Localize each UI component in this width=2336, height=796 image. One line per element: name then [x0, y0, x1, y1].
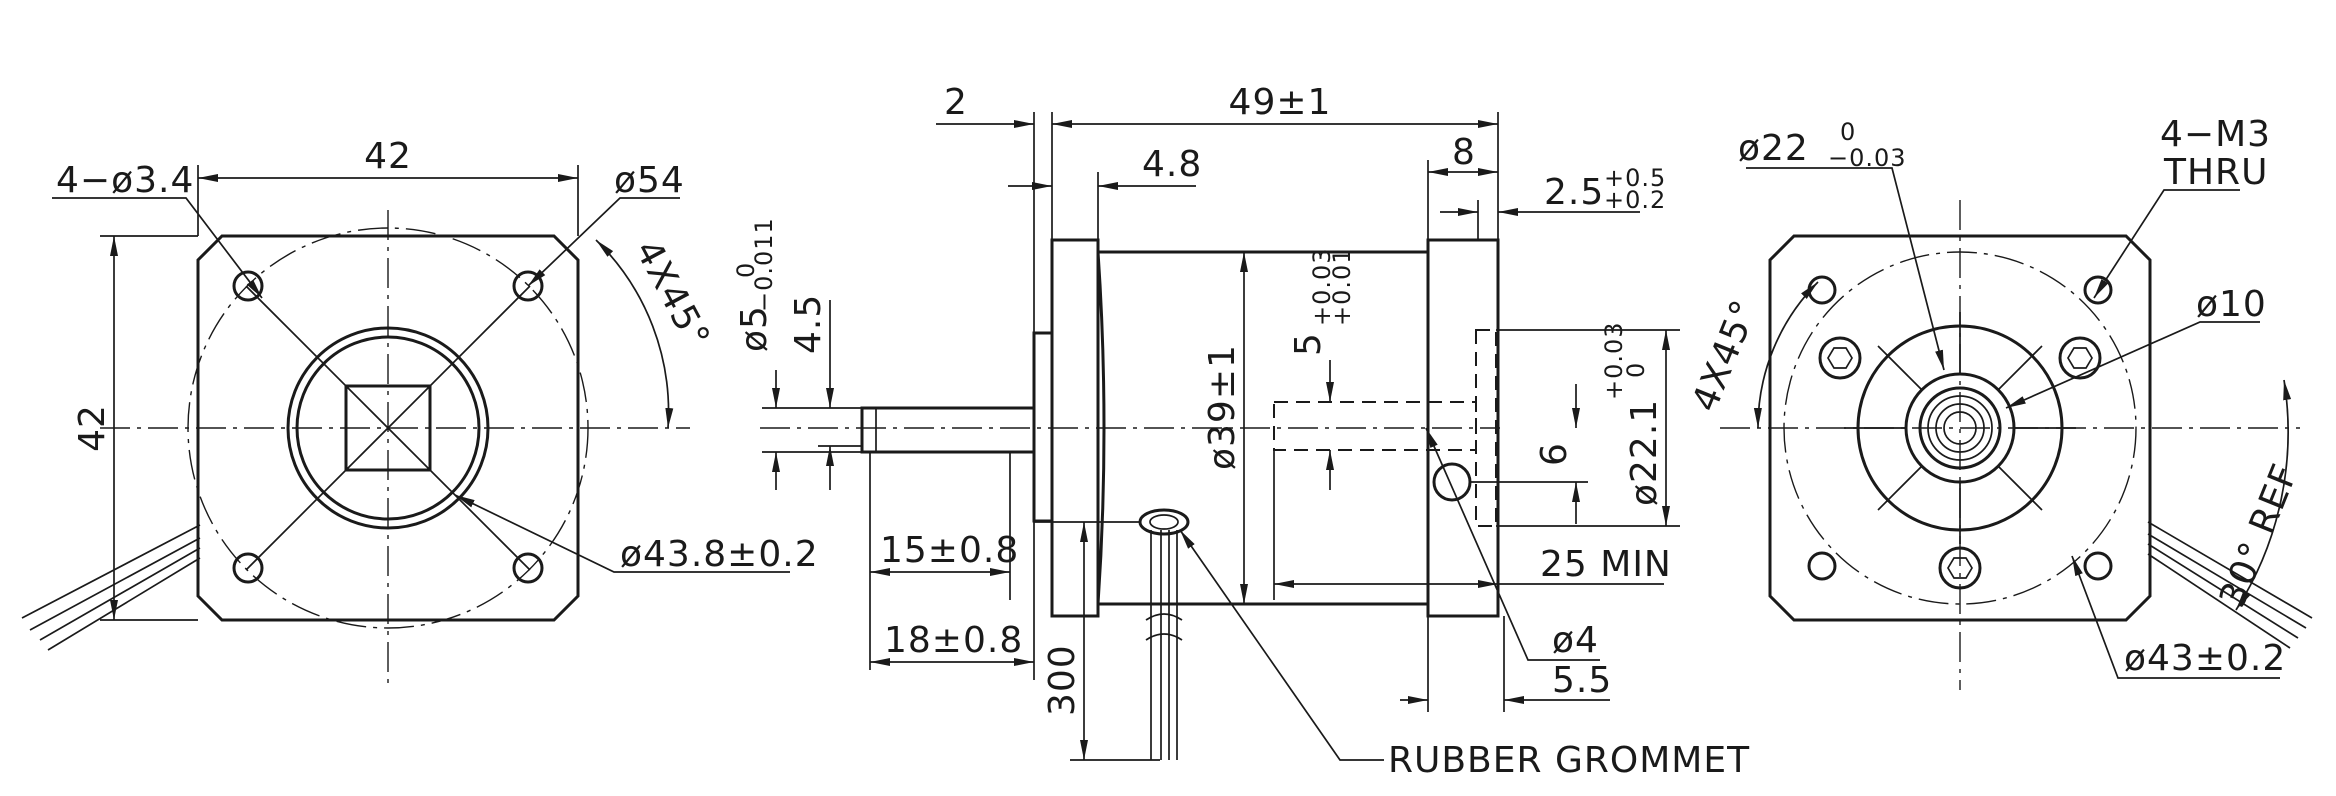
side-rear-bore-dim: ø22.1	[1624, 399, 1665, 506]
side-bore-tol-lower: +0.01	[1328, 247, 1356, 326]
side-rear-cap-dim: 8	[1452, 132, 1476, 173]
rear-view: ø22 0 −0.03 4−M3 THRU 4X45° ø10 30° REF …	[1685, 114, 2313, 690]
rear-mount-hole-br	[2083, 551, 2113, 581]
front-mount-hole-br	[512, 552, 544, 584]
side-body-dia-dim: ø39±1	[1202, 344, 1243, 470]
side-flange-thickness-dim: 4.8	[1142, 144, 1202, 185]
front-boss-outer	[286, 326, 490, 530]
rear-radial-lines	[1844, 312, 2076, 544]
front-height-dim: 42	[72, 404, 113, 452]
side-pin-offset-dim: 5.5	[1552, 660, 1612, 701]
side-rear-step-dim: 2.5	[1544, 172, 1604, 213]
side-shaft-dia-tol-upper: 0	[732, 262, 760, 278]
front-hole-dim: 4−ø3.4	[56, 160, 194, 201]
side-hidden-bore	[1273, 401, 1477, 451]
side-bore-tol-upper: +0.03	[1308, 247, 1336, 326]
side-shaft-length-dim: 15±0.8	[880, 530, 1019, 571]
rear-thread-note: THRU	[2163, 152, 2268, 193]
side-pilot-boss	[1032, 331, 1054, 523]
front-boss-inner	[295, 335, 481, 521]
front-width-dim: 42	[364, 136, 412, 177]
side-rear-step-tol-lower: +0.2	[1604, 186, 1666, 214]
front-angle-dim: 4X45°	[627, 234, 718, 356]
rear-boss-tol-lower: −0.03	[1828, 144, 1907, 172]
rear-hex-screw-left	[1818, 336, 1862, 380]
side-gap-dim: 2	[944, 82, 968, 123]
side-view: 49±1 2 4.8 8 2.5 +0.5 +0.2 ø5 0 −0.011	[732, 82, 1750, 781]
side-rear-bore-tol-lower: 0	[1622, 362, 1650, 378]
side-shaft-flat-dim: 4.5	[788, 294, 829, 354]
rear-lead-angle-dim: 30° REF	[2212, 458, 2306, 613]
side-shaft	[860, 406, 1036, 454]
front-mount-hole-tl	[232, 270, 264, 302]
rear-pcd-dim: ø43±0.2	[2124, 638, 2286, 679]
front-square-flange	[196, 234, 580, 622]
side-lead-wires	[1145, 530, 1183, 760]
front-boss-dim: ø43.8±0.2	[620, 534, 819, 575]
front-diagonal-2	[245, 285, 531, 571]
rear-hex-screw-right	[2058, 336, 2102, 380]
rear-hub-mid	[1918, 386, 2002, 470]
rear-angle-dim: 4X45°	[1685, 294, 1767, 417]
rear-hub-dim: ø10	[2196, 284, 2267, 325]
front-shaft-square	[344, 384, 432, 472]
side-shaft-total-dim: 18±0.8	[884, 620, 1023, 661]
side-rear-step-tol-upper: +0.5	[1604, 164, 1666, 192]
rear-mount-hole-bl	[1807, 551, 1837, 581]
front-mount-hole-bl	[232, 552, 264, 584]
rear-mount-hole-tl	[1807, 275, 1837, 305]
side-pin-hole	[1432, 462, 1472, 502]
rear-boss-tol-upper: 0	[1840, 118, 1856, 146]
rear-mount-hole-tr	[2083, 275, 2113, 305]
side-pin-hole-dim: ø4	[1552, 620, 1599, 661]
side-rear-bore-tol-upper: +0.03	[1600, 321, 1628, 400]
rear-thread-dim: 4−M3	[2160, 114, 2271, 155]
side-shaft-dia-dim: ø5	[734, 305, 775, 352]
front-outer-circle-dim: ø54	[614, 160, 685, 201]
front-lead-wires	[21, 524, 201, 651]
side-length-dim: 49±1	[1229, 82, 1332, 123]
side-depth-dim: 25 MIN	[1540, 544, 1672, 585]
rear-hex-screw-bottom	[1938, 546, 1982, 590]
side-shaft-dia-tol-lower: −0.011	[750, 217, 778, 312]
rear-pcd-circle	[1783, 251, 2137, 605]
side-lead-length-dim: 300	[1042, 644, 1083, 716]
side-body-curve	[1096, 251, 1106, 605]
side-grommet-label: RUBBER GROMMET	[1388, 740, 1750, 781]
front-outer-circle	[187, 227, 589, 629]
side-hidden-rear-bore	[1475, 329, 1497, 527]
side-slot-dim: 6	[1534, 442, 1575, 466]
front-view: 42 42 4−ø3.4 ø54 4X45° ø43.8±0.2	[21, 136, 819, 690]
side-bore-dim: 5	[1288, 332, 1329, 356]
rear-boss-dim: ø22	[1738, 128, 1809, 169]
